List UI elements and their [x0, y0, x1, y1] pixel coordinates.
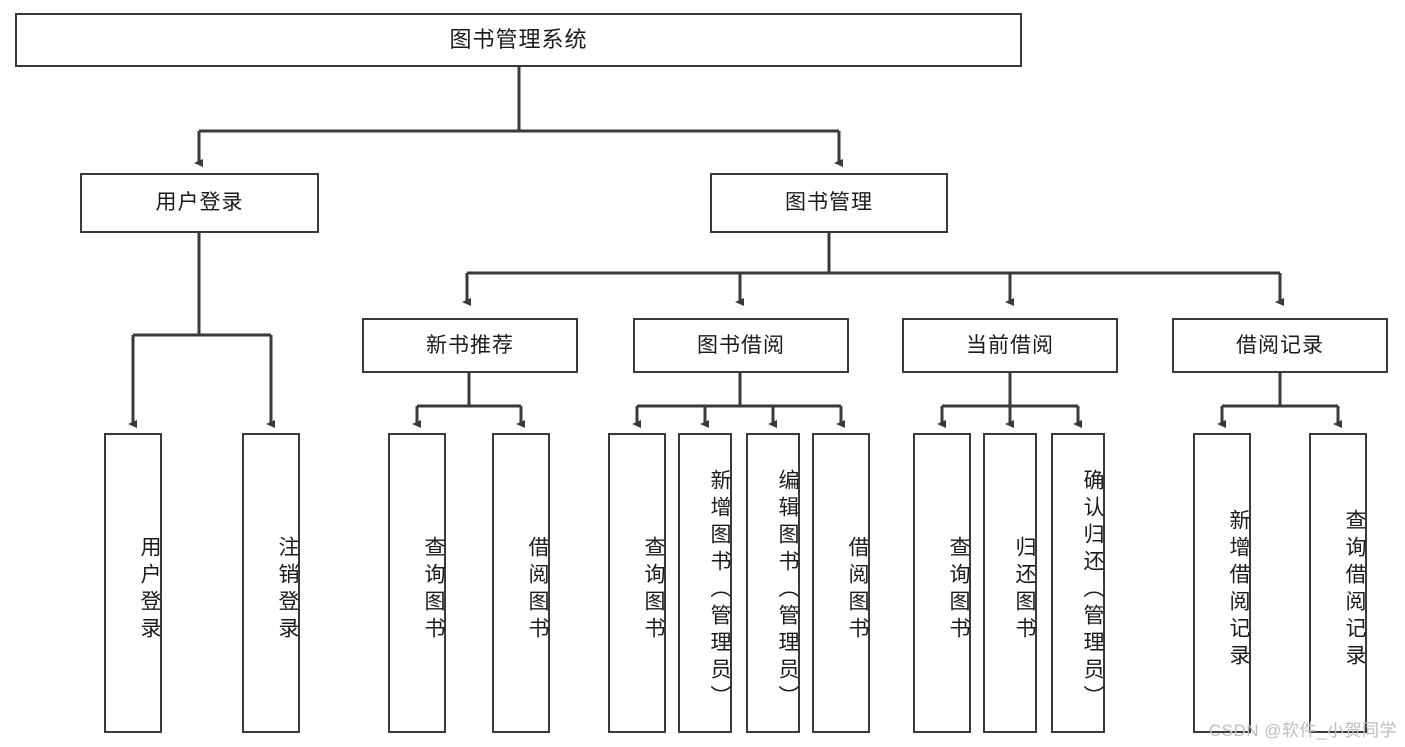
leaf-label: 新增借阅记录 — [1227, 509, 1250, 671]
leaf-query-books-recommendation[interactable]: 查询图书 — [388, 433, 446, 733]
leaf-label: 新增图书（管理员） — [708, 468, 731, 712]
leaf-query-borrow-record[interactable]: 查询借阅记录 — [1309, 433, 1367, 733]
node-label: 当前借阅 — [966, 333, 1054, 357]
node-label: 图书借阅 — [697, 333, 785, 357]
leaf-label: 查询借阅记录 — [1343, 509, 1366, 671]
leaf-user-login[interactable]: 用户登录 — [104, 433, 162, 733]
node-new-book-recommendation[interactable]: 新书推荐 — [362, 318, 578, 373]
leaf-label: 编辑图书（管理员） — [776, 468, 799, 712]
leaf-label: 用户登录 — [138, 536, 161, 644]
leaf-label: 确认归还（管理员） — [1081, 468, 1104, 712]
node-book-management-group[interactable]: 图书管理 — [710, 173, 948, 233]
node-root-book-management-system[interactable]: 图书管理系统 — [15, 13, 1022, 67]
watermark-text: CSDN @软件_小贺同学 — [1208, 721, 1397, 740]
leaf-add-borrow-record[interactable]: 新增借阅记录 — [1193, 433, 1251, 733]
leaf-label: 查询图书 — [422, 536, 445, 644]
node-borrow-records[interactable]: 借阅记录 — [1172, 318, 1388, 373]
leaf-label: 借阅图书 — [526, 536, 549, 644]
leaf-label: 借阅图书 — [846, 536, 869, 644]
leaf-logout[interactable]: 注销登录 — [242, 433, 300, 733]
node-label: 图书管理 — [785, 191, 873, 215]
leaf-label: 归还图书 — [1013, 536, 1036, 644]
leaf-borrow-books-borrowing[interactable]: 借阅图书 — [812, 433, 870, 733]
node-current-borrowing[interactable]: 当前借阅 — [902, 318, 1118, 373]
node-book-borrowing[interactable]: 图书借阅 — [633, 318, 849, 373]
node-label: 新书推荐 — [426, 333, 514, 357]
leaf-label: 查询图书 — [642, 536, 665, 644]
node-label: 图书管理系统 — [449, 26, 588, 52]
leaf-confirm-return-admin[interactable]: 确认归还（管理员） — [1051, 433, 1105, 733]
leaf-edit-book-admin[interactable]: 编辑图书（管理员） — [746, 433, 800, 733]
leaf-label: 查询图书 — [947, 536, 970, 644]
node-label: 用户登录 — [155, 191, 244, 215]
leaf-query-books-current[interactable]: 查询图书 — [913, 433, 971, 733]
node-label: 借阅记录 — [1236, 333, 1324, 357]
leaf-borrow-books-recommendation[interactable]: 借阅图书 — [492, 433, 550, 733]
node-user-login-group[interactable]: 用户登录 — [80, 173, 319, 233]
leaf-return-books[interactable]: 归还图书 — [983, 433, 1037, 733]
leaf-query-books-borrowing[interactable]: 查询图书 — [608, 433, 666, 733]
leaf-label: 注销登录 — [276, 536, 299, 644]
leaf-add-book-admin[interactable]: 新增图书（管理员） — [678, 433, 732, 733]
